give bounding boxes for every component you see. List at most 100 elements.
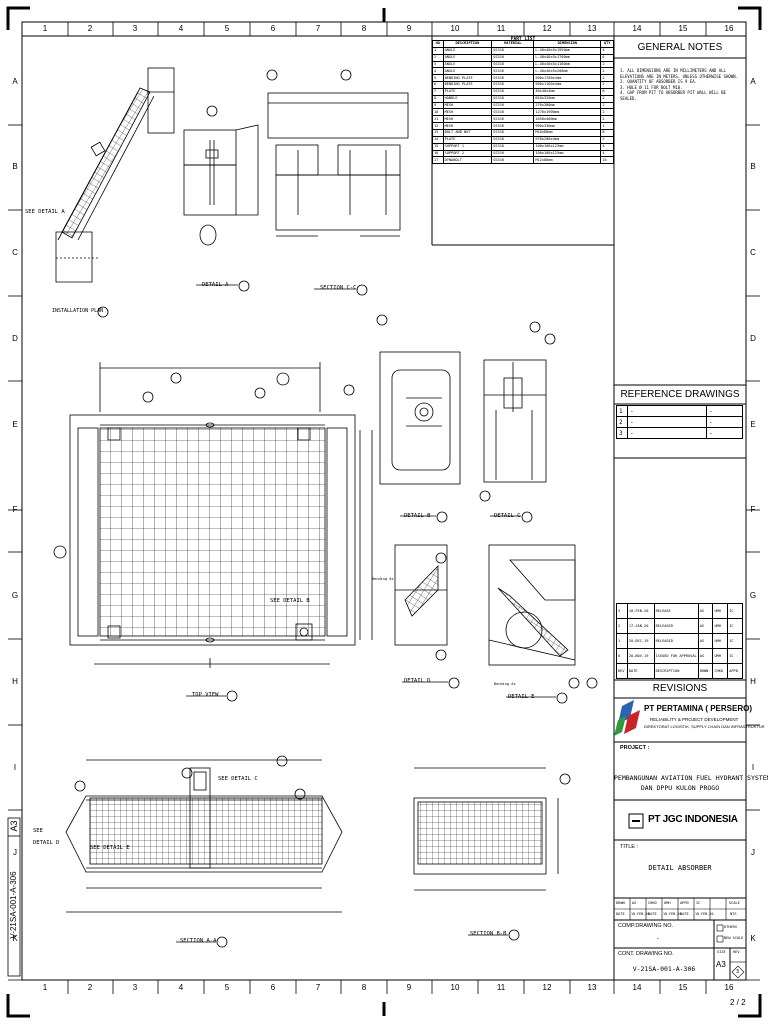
general-note-3: 3. HOLE Ø 11 FOR BOLT M10.	[620, 84, 683, 90]
page-counter: 2 / 2	[730, 998, 746, 1007]
sign-value-drwn: AS	[632, 901, 637, 905]
rev-checked: CHKD	[712, 663, 729, 679]
zone-label-bottom-11: 11	[496, 983, 506, 992]
company-line-2: DIREKTORAT LOGISTIK, SUPPLY CHAIN DAN IN…	[644, 724, 765, 729]
sign-date-label-3: DATE	[680, 912, 689, 916]
part-qty: 4	[600, 142, 614, 151]
rev-description: DESCRIPTION	[653, 663, 699, 679]
zone-label-5: 5	[224, 24, 230, 33]
rev-drawn: AS	[697, 633, 714, 649]
rev-approved: IC	[727, 618, 743, 634]
zone-label-bottom-10: 10	[450, 983, 460, 992]
cont-drawing-value: V-21SA-001-A-306	[632, 965, 696, 973]
sign-date-label-1: DATE	[616, 912, 625, 916]
part-material: SS316	[491, 87, 535, 96]
part-material: SS316	[491, 142, 535, 151]
zone-label-bottom-16: 16	[724, 983, 734, 992]
rev-approved: IC	[727, 648, 743, 664]
part-description: ANGLE	[442, 46, 493, 55]
part-no: 17	[432, 156, 444, 165]
label-section-aa: SECTION A-A	[180, 938, 217, 944]
label-detail-b: DETAIL B	[404, 513, 431, 519]
rev-checked: UMH	[712, 633, 729, 649]
part-no: 9	[432, 101, 444, 110]
section-aa-view	[65, 755, 343, 948]
zone-label-3: 3	[132, 24, 138, 33]
rev-drawn: DRWN	[697, 663, 714, 679]
general-notes-title: GENERAL NOTES	[637, 42, 723, 53]
parts-header-material: MATERIAL	[491, 40, 535, 48]
zone-row-C: C	[12, 248, 18, 257]
detail-a-view	[183, 105, 259, 292]
part-material: SS316	[491, 46, 535, 55]
part-no: 10	[432, 108, 444, 117]
zone-label-bottom-4: 4	[178, 983, 184, 992]
part-no: 11	[432, 115, 444, 124]
title-label: TITLE :	[620, 844, 639, 850]
label-see-detail-d-2: DETAIL D	[33, 840, 60, 846]
company-name: PT PERTAMINA ( PERSERO)	[644, 704, 753, 713]
rev-value: 3	[736, 969, 740, 975]
zone-label-9: 9	[406, 24, 412, 33]
part-no: 13	[432, 128, 444, 137]
part-no: 1	[432, 46, 444, 55]
rev-drawn: AS	[697, 648, 714, 664]
zone-row-right-B: B	[750, 162, 756, 171]
rev-description: RELEASED	[653, 618, 699, 634]
part-no: 8	[432, 94, 444, 103]
project-line-1: PEMBANGUNAN AVIATION FUEL HYDRANT SYSTEM	[614, 774, 768, 782]
rev-checked: UMH	[712, 618, 729, 634]
part-no: 2	[432, 53, 444, 62]
part-dimension: 500x1160x4mm	[533, 81, 602, 89]
part-dimension: 1650x400mm	[533, 115, 602, 124]
zone-row-right-E: E	[750, 420, 756, 429]
zone-row-right-H: H	[750, 677, 756, 686]
zone-label-bottom-1: 1	[42, 983, 48, 992]
part-description: SUPPORT 1	[442, 142, 493, 151]
zone-row-K: K	[12, 934, 18, 943]
rev-no: 0	[616, 648, 628, 664]
part-no: 16	[432, 149, 444, 158]
zone-row-right-K: K	[750, 934, 756, 943]
sign-date-label-2: DATE	[648, 912, 657, 916]
zone-row-D: D	[12, 334, 18, 343]
part-no: 3	[432, 60, 444, 69]
sign-date-2: 10-FEB-20	[663, 912, 682, 916]
part-description: BENDING PLATE	[442, 74, 493, 83]
part-description: SUPPORT 2	[442, 149, 493, 158]
part-qty: 8	[600, 128, 614, 137]
detail-c-view	[479, 321, 556, 523]
rev-date: 10-FEB-20	[626, 603, 655, 619]
zone-label-bottom-12: 12	[542, 983, 552, 992]
label-detail-e: DETAIL E	[508, 694, 535, 700]
parts-header-no: NO	[432, 40, 444, 48]
sign-value-appd: IC	[696, 901, 701, 905]
label-detail-c: DETAIL C	[494, 513, 521, 519]
label-detail-a: DETAIL A	[202, 282, 229, 288]
part-material: SS316	[491, 108, 535, 117]
part-description: MESH	[442, 115, 493, 124]
part-no: 15	[432, 142, 444, 151]
zone-row-right-A: A	[750, 77, 756, 86]
part-dimension: 100x100x125mm	[533, 149, 602, 158]
general-note-2: 2. QUANTITY OF ABSORBER IS 9 EA.	[620, 79, 698, 85]
parts-list-title: PART LIST	[510, 37, 536, 42]
part-dimension: L.40x40x5x1160mm	[533, 60, 602, 69]
part-description: DYNABOLT	[442, 156, 493, 165]
zone-row-I: I	[13, 763, 17, 772]
label-top-view: TOP VIEW	[192, 692, 219, 698]
project-line-2: DAN DPPU KULON PROGO	[640, 784, 720, 792]
part-dimension: 970x200x4mm	[533, 135, 602, 144]
part-no: 6	[432, 81, 444, 89]
reference-drawing-title: -	[706, 427, 743, 439]
part-description: BENDING PLATE	[442, 81, 493, 89]
section-bb-view	[413, 767, 571, 941]
